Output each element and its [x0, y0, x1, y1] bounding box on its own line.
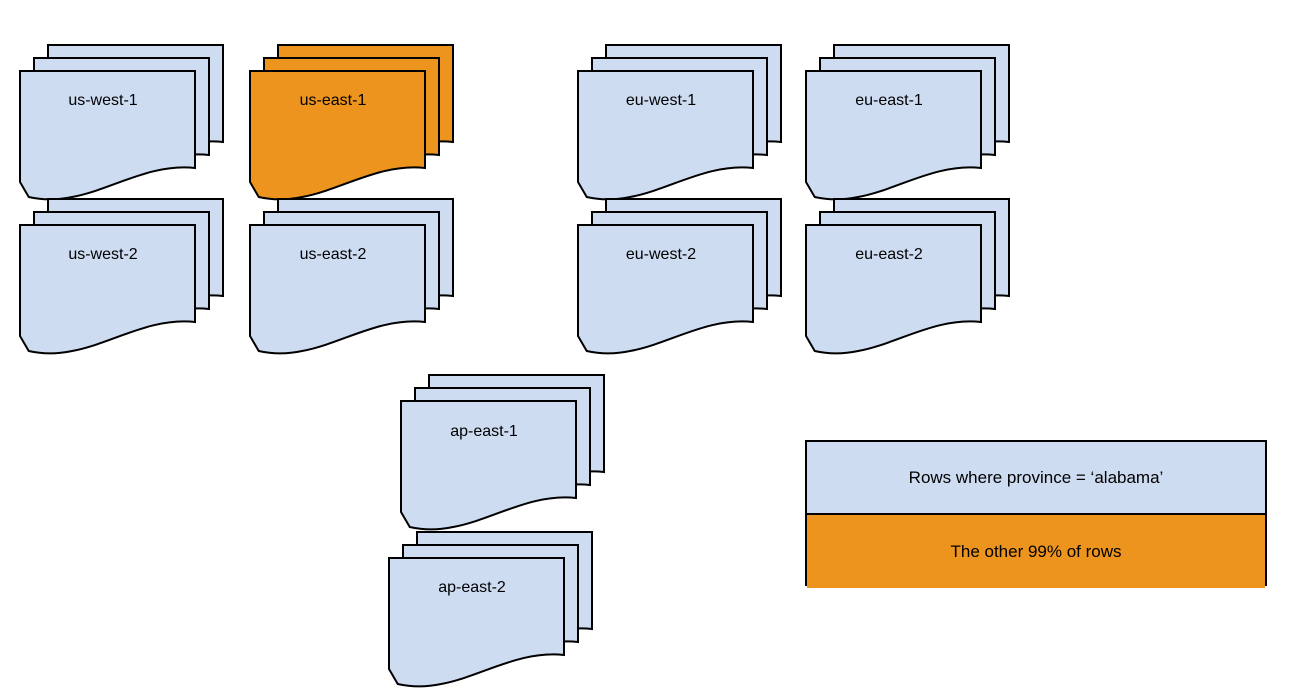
legend-row-legend-orange: The other 99% of rows: [807, 515, 1265, 588]
document-stack-ap-east-1[interactable]: [400, 374, 609, 532]
document-stack-eu-west-1[interactable]: [577, 44, 786, 202]
document-stack-eu-east-2[interactable]: [805, 198, 1014, 356]
legend-row-legend-blue: Rows where province = ‘alabama’: [807, 442, 1265, 515]
document-stack-us-west-2[interactable]: [19, 198, 228, 356]
document-stack-us-east-1[interactable]: [249, 44, 458, 202]
document-stack-us-west-1[interactable]: [19, 44, 228, 202]
document-stack-eu-west-2[interactable]: [577, 198, 786, 356]
document-stack-us-east-2[interactable]: [249, 198, 458, 356]
legend-label-legend-blue: Rows where province = ‘alabama’: [908, 467, 1164, 487]
document-stack-eu-east-1[interactable]: [805, 44, 1014, 202]
legend: Rows where province = ‘alabama’ The other…: [805, 440, 1267, 588]
document-stack-ap-east-2[interactable]: [388, 531, 597, 689]
legend-label-legend-orange: The other 99% of rows: [950, 541, 1122, 561]
